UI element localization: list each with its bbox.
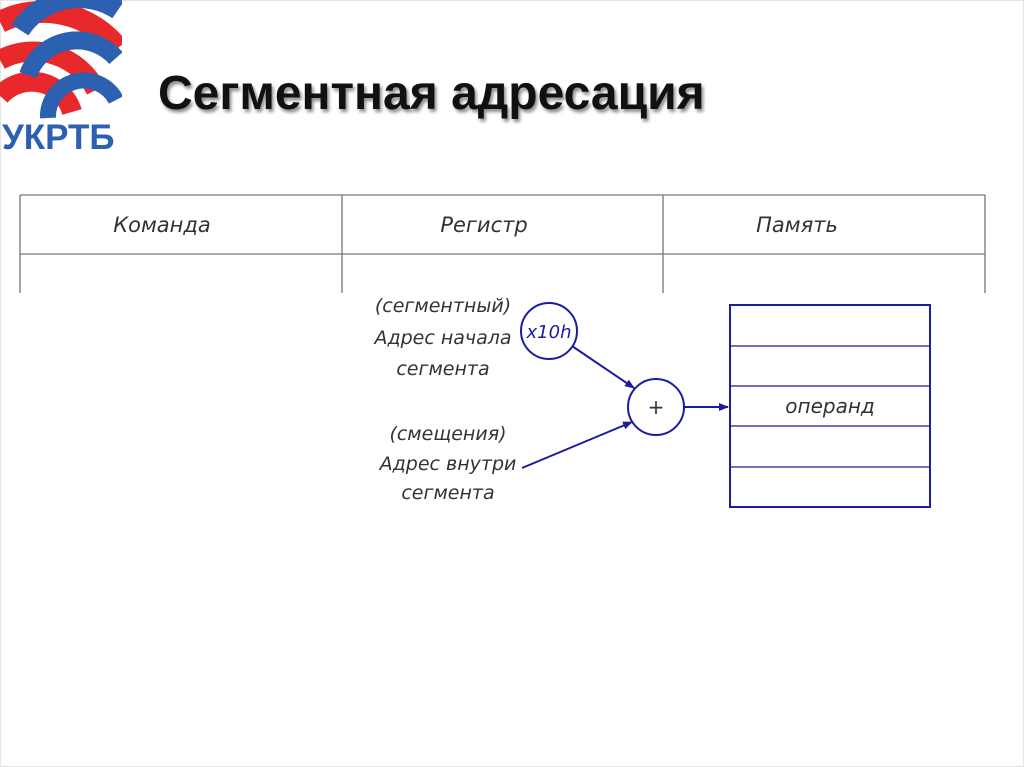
table-header-memory: Память <box>756 213 838 237</box>
segment-address-label: (сегментный) Адрес начала сегмента <box>372 295 511 380</box>
logo-arcs-icon <box>0 0 127 119</box>
arrow-multiplier-to-adder <box>571 345 635 389</box>
offset-address-label: (смещения) Адрес внутри сегмента <box>378 423 517 504</box>
slide-title: Сегментная адресация <box>158 67 705 120</box>
arrow-offset-to-adder <box>521 421 633 469</box>
offset-label-line-2: Адрес внутри <box>378 453 517 475</box>
multiplier-node <box>520 302 578 360</box>
address-table <box>19 194 986 293</box>
adder-label: + <box>648 395 665 419</box>
logo-text: УКРТБ <box>2 118 115 157</box>
offset-label-line-3: сегмента <box>401 482 494 504</box>
table-header-register: Регистр <box>440 213 527 237</box>
memory-block <box>729 304 931 508</box>
segment-label-line-1: (сегментный) <box>375 295 511 317</box>
memory-operand-label: операнд <box>785 394 874 418</box>
segment-label-line-3: сегмента <box>396 358 489 380</box>
multiplier-label: x10h <box>526 322 572 343</box>
table-header-command: Команда <box>113 213 211 237</box>
offset-label-line-1: (смещения) <box>389 423 506 445</box>
segment-label-line-2: Адрес начала <box>372 327 511 349</box>
logo: УКРТБ <box>0 0 127 160</box>
